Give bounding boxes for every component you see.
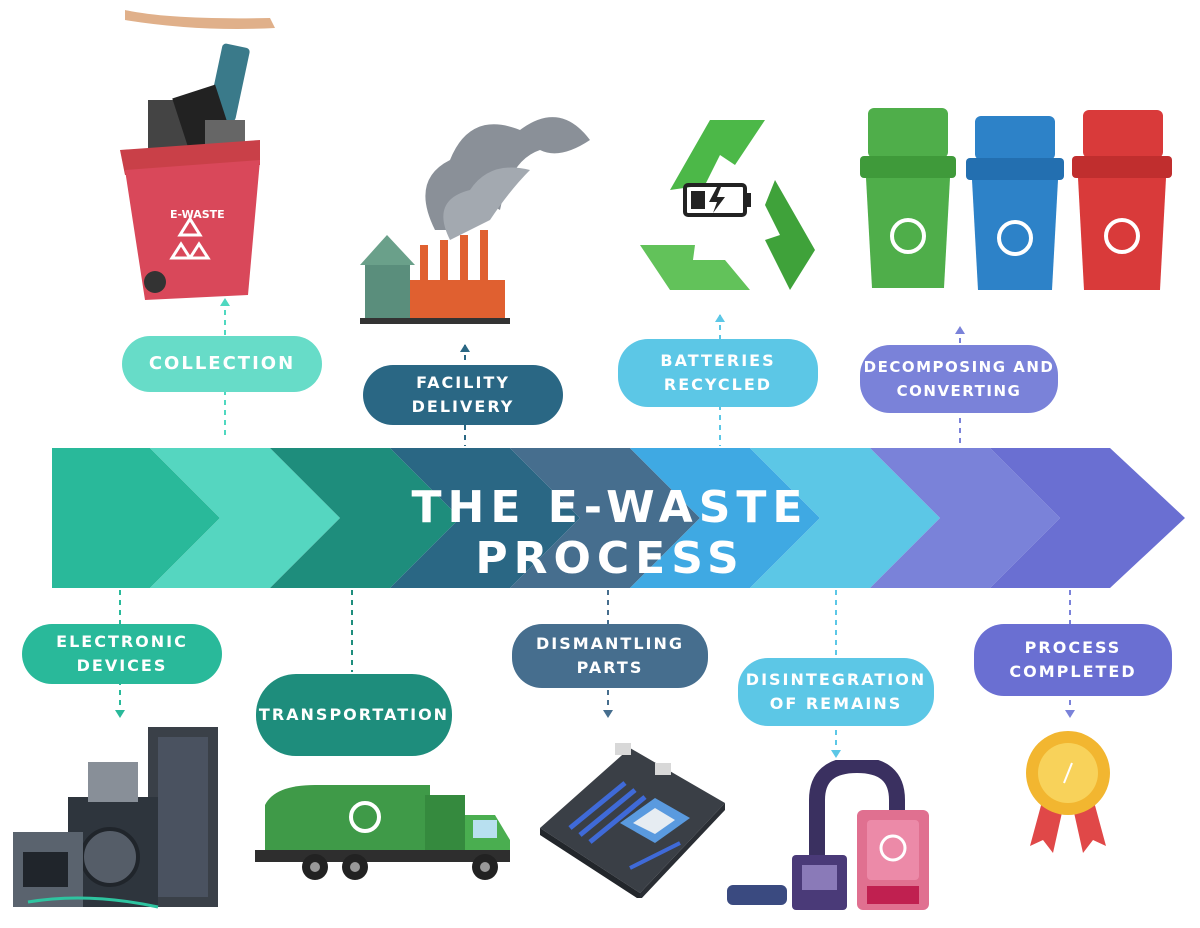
- step-dismantling-parts: DISMANTLING PARTS: [512, 624, 708, 688]
- step-label: TRANSPORTATION: [258, 705, 450, 724]
- ewaste-bin-icon: E-WASTE: [120, 10, 275, 300]
- step-label: DISMANTLING: [535, 634, 685, 653]
- step-process-completed: PROCESS COMPLETED: [974, 624, 1172, 696]
- step-label: COLLECTION: [148, 353, 296, 374]
- step-label: COMPLETED: [1009, 662, 1137, 681]
- sorting-bins-icon: [860, 108, 1172, 290]
- banner-segment-3: [270, 448, 460, 588]
- banner-segment-2: [150, 448, 340, 588]
- banner-segment-6: [630, 448, 820, 588]
- step-collection: COLLECTION: [122, 336, 322, 392]
- step-label: FACILITY: [416, 373, 510, 392]
- step-transportation: TRANSPORTATION: [256, 674, 452, 756]
- banner-segment-4: [390, 448, 580, 588]
- garbage-truck-icon: [255, 785, 510, 880]
- step-label: DEVICES: [76, 656, 168, 675]
- step-label: DISINTEGRATION: [745, 670, 927, 689]
- step-label: ELECTRONIC: [56, 632, 188, 651]
- step-label: RECYCLED: [663, 375, 773, 394]
- recycle-battery-icon: [640, 120, 815, 290]
- step-decomposing-converting: DECOMPOSING AND CONVERTING: [860, 345, 1058, 413]
- step-label: CONVERTING: [896, 382, 1022, 400]
- bin-label: E-WASTE: [170, 208, 225, 221]
- motherboard-icon: [540, 743, 725, 898]
- step-label: OF REMAINS: [769, 694, 903, 713]
- step-disintegration-remains: DISINTEGRATION OF REMAINS: [738, 658, 934, 726]
- banner-segment-5: [510, 448, 700, 588]
- step-label: PARTS: [576, 658, 644, 677]
- process-title: THE E-WASTE PROCESS: [411, 482, 809, 584]
- banner-segment-1: [52, 448, 220, 588]
- step-label: DELIVERY: [411, 397, 515, 416]
- banner-segment-7: [750, 448, 940, 588]
- factory-icon: [360, 117, 590, 324]
- recycling-machine-icon: [727, 760, 929, 910]
- medal-icon: [1026, 731, 1110, 853]
- step-label: BATTERIES: [660, 351, 776, 370]
- step-facility-delivery: FACILITY DELIVERY: [363, 365, 563, 425]
- step-batteries-recycled: BATTERIES RECYCLED: [618, 339, 818, 407]
- step-label: PROCESS: [1024, 638, 1122, 657]
- step-electronic-devices: ELECTRONIC DEVICES: [22, 624, 222, 684]
- banner-segment-9: [990, 448, 1185, 588]
- appliances-icon: [13, 727, 218, 909]
- step-label: DECOMPOSING AND: [863, 358, 1055, 376]
- banner-segment-8: [870, 448, 1060, 588]
